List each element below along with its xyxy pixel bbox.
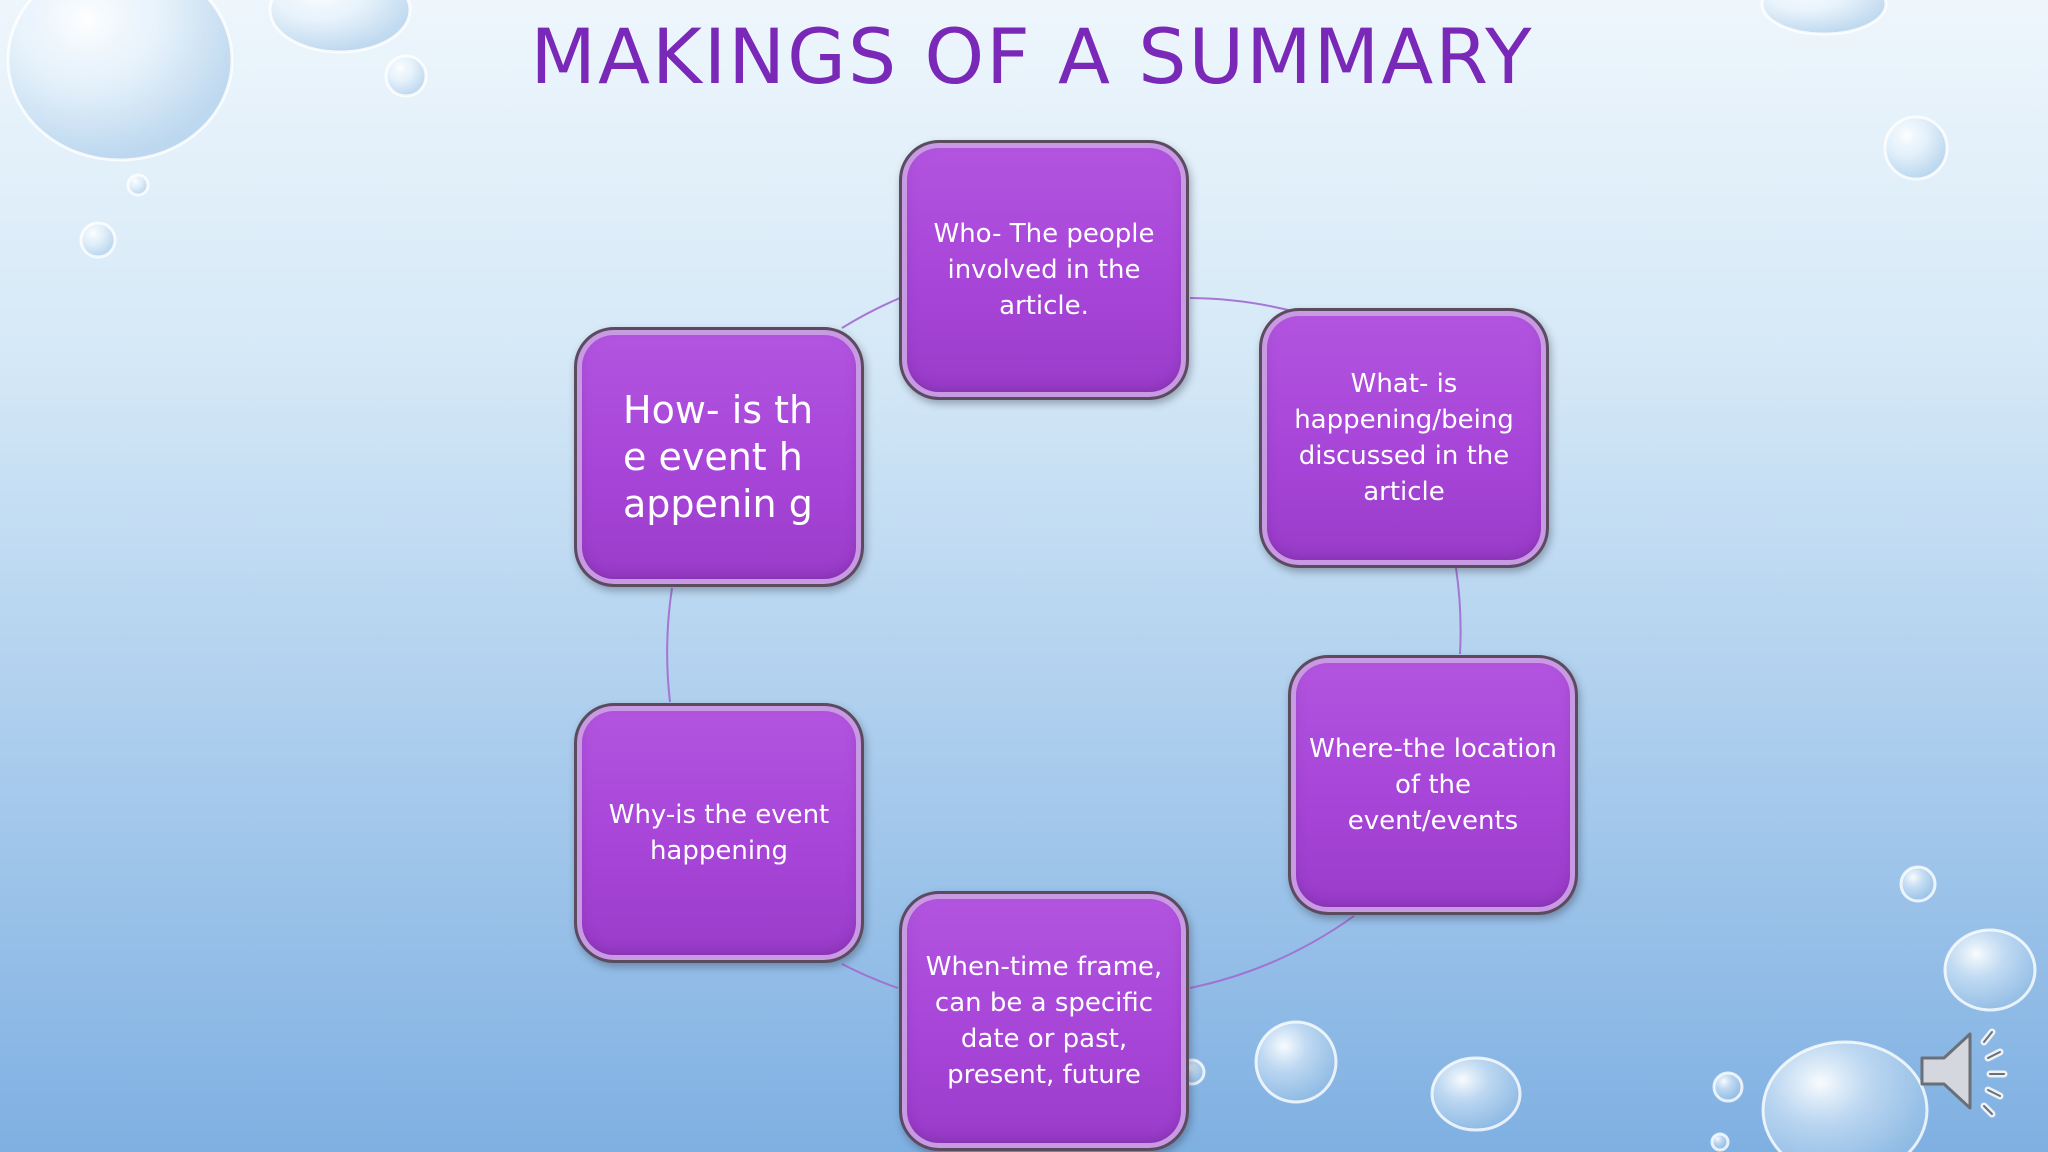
water-droplets xyxy=(6,0,2037,1152)
node-when-label: When-time frame, can be a specific date … xyxy=(925,952,1163,1090)
node-what-label: What- is happening/being discussed in th… xyxy=(1294,369,1514,507)
node-why-label: Why-is the event happening xyxy=(608,800,830,866)
node-who-label: Who- The people involved in the article. xyxy=(933,219,1155,321)
node-how[interactable]: How- is the event happenin g xyxy=(574,327,864,587)
node-why[interactable]: Why-is the event happening xyxy=(574,703,864,963)
node-who[interactable]: Who- The people involved in the article. xyxy=(899,140,1189,400)
speaker-icon[interactable] xyxy=(1918,1024,2022,1118)
node-when[interactable]: When-time frame, can be a specific date … xyxy=(899,891,1189,1151)
slide-title: MAKINGS OF A SUMMARY xyxy=(530,12,1534,101)
node-where-label: Where-the location of the event/events xyxy=(1309,734,1557,836)
node-how-label: How- is the event happenin g xyxy=(623,387,814,526)
node-where[interactable]: Where-the location of the event/events xyxy=(1288,655,1578,915)
node-what[interactable]: What- is happening/being discussed in th… xyxy=(1259,308,1549,568)
